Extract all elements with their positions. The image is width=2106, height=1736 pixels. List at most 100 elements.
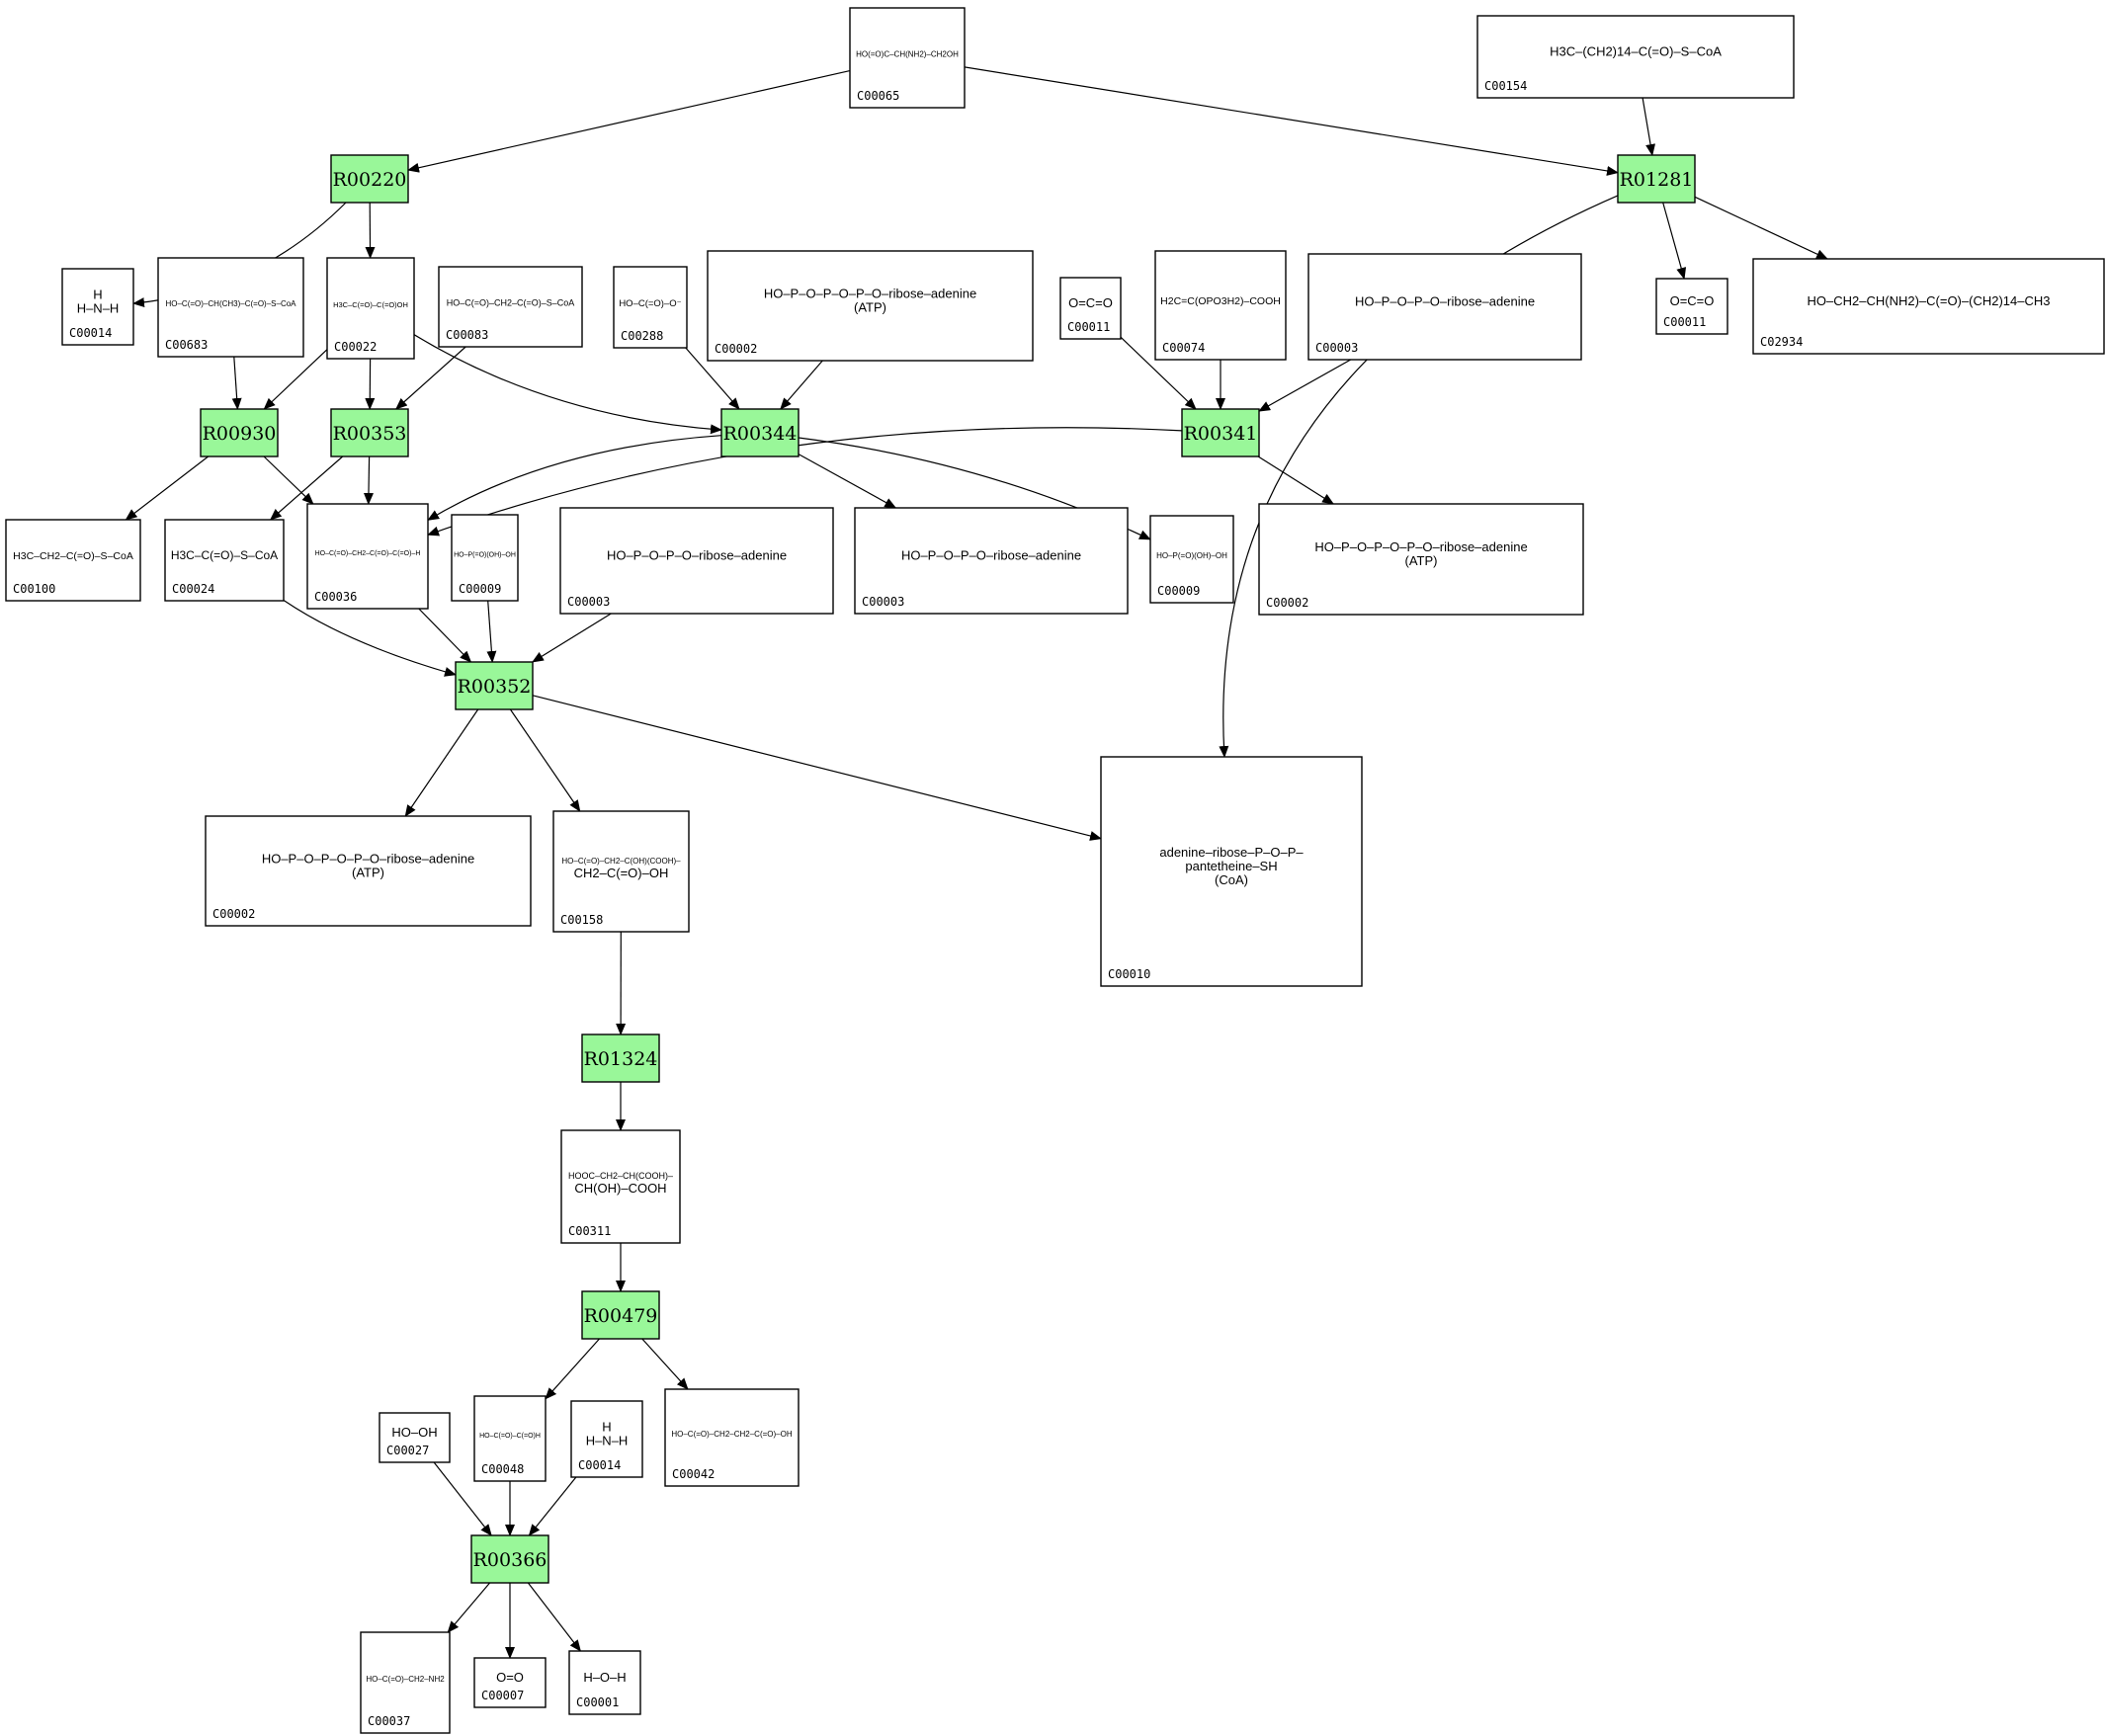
edge-c00009a-to-r00352 bbox=[486, 600, 497, 663]
compound-id-label: C00003 bbox=[567, 595, 610, 609]
compound-box[interactable] bbox=[205, 815, 532, 927]
compound-box[interactable] bbox=[451, 514, 519, 602]
compound-box[interactable] bbox=[360, 1631, 451, 1734]
compound-box[interactable] bbox=[664, 1388, 800, 1487]
reaction-node-r00353[interactable]: R00353 bbox=[330, 408, 409, 457]
compound-box[interactable] bbox=[5, 519, 141, 602]
edge-c00027-to-r00366 bbox=[433, 1461, 492, 1536]
reaction-node-r00479[interactable]: R00479 bbox=[581, 1290, 660, 1340]
reaction-node-r00352[interactable]: R00352 bbox=[455, 661, 534, 710]
compound-box[interactable] bbox=[552, 810, 690, 933]
compound-box[interactable] bbox=[570, 1400, 643, 1478]
reaction-node-r00366[interactable]: R00366 bbox=[470, 1534, 549, 1584]
compound-node-c00010[interactable]: adenine–ribose–P–O–P–pantetheine–SH(CoA)… bbox=[1100, 756, 1363, 987]
compound-structure: HO–C(=O)–CH2–C(=O)–C(=O)–H bbox=[315, 550, 421, 557]
reaction-box[interactable] bbox=[470, 1534, 549, 1584]
reaction-box[interactable] bbox=[1617, 154, 1696, 204]
reaction-node-r01324[interactable]: R01324 bbox=[581, 1033, 660, 1083]
compound-box[interactable] bbox=[559, 507, 834, 615]
reaction-node-r00220[interactable]: R00220 bbox=[330, 154, 409, 204]
compound-structure: H–N–H bbox=[586, 1434, 629, 1448]
reaction-box[interactable] bbox=[330, 154, 409, 204]
edge-c00036-to-r00352 bbox=[418, 608, 472, 663]
compound-box[interactable] bbox=[1307, 253, 1582, 361]
compound-box[interactable] bbox=[164, 519, 285, 602]
compound-box[interactable] bbox=[379, 1412, 451, 1463]
compound-box[interactable] bbox=[849, 7, 966, 109]
compound-box[interactable] bbox=[1154, 250, 1287, 361]
compound-node-c00002[interactable]: HO–P–O–P–O–P–O–ribose–adenine(ATP)C00002 bbox=[1258, 503, 1584, 616]
reaction-box[interactable] bbox=[330, 408, 409, 457]
compound-box[interactable] bbox=[306, 503, 429, 610]
reaction-box[interactable] bbox=[1181, 408, 1260, 457]
compound-structure: O=C=O bbox=[1670, 293, 1715, 308]
edge-c00288-to-r00344 bbox=[685, 347, 740, 410]
compound-box[interactable] bbox=[326, 257, 415, 360]
reaction-node-r00341[interactable]: R00341 bbox=[1181, 408, 1260, 457]
reaction-node-r01281[interactable]: R01281 bbox=[1617, 154, 1696, 204]
compound-box[interactable] bbox=[157, 257, 304, 358]
reaction-box[interactable] bbox=[581, 1033, 660, 1083]
compound-box[interactable] bbox=[473, 1657, 547, 1708]
compound-box[interactable] bbox=[473, 1395, 547, 1482]
compound-box[interactable] bbox=[560, 1129, 681, 1244]
compound-box[interactable] bbox=[1476, 15, 1795, 99]
compound-box[interactable] bbox=[613, 266, 688, 349]
compound-box[interactable] bbox=[438, 266, 583, 348]
compound-box[interactable] bbox=[1100, 756, 1363, 987]
compound-node-c00158[interactable]: HO–C(=O)–CH2–C(OH)(COOH)–CH2–C(=O)–OHC00… bbox=[552, 810, 690, 933]
compound-box[interactable] bbox=[1059, 277, 1122, 340]
compound-structure: HO–P–O–P–O–P–O–ribose–adenine bbox=[764, 287, 976, 301]
compound-id-label: C00002 bbox=[715, 342, 757, 356]
compound-box[interactable] bbox=[1655, 278, 1728, 335]
edge-c00011a-to-r00341 bbox=[1120, 336, 1197, 410]
compound-node-c00002[interactable]: HO–P–O–P–O–P–O–ribose–adenine(ATP)C00002 bbox=[707, 250, 1034, 362]
edge-r00344-to-c00036 bbox=[427, 435, 722, 521]
compound-box[interactable] bbox=[1149, 515, 1234, 604]
compound-box[interactable] bbox=[1752, 258, 2105, 355]
compound-box[interactable] bbox=[854, 507, 1129, 615]
reaction-box[interactable] bbox=[720, 408, 800, 457]
reaction-node-r00930[interactable]: R00930 bbox=[200, 408, 279, 457]
reaction-box[interactable] bbox=[200, 408, 279, 457]
reaction-box[interactable] bbox=[581, 1290, 660, 1340]
compound-structure: CH2–C(=O)–OH bbox=[574, 866, 669, 880]
compound-box[interactable] bbox=[61, 268, 134, 346]
edge-c00683-to-r00930 bbox=[231, 356, 242, 410]
compound-structure: H3C–C(=O)–C(=O)OH bbox=[333, 300, 408, 309]
compound-box[interactable] bbox=[568, 1650, 641, 1715]
compound-id-label: C00036 bbox=[314, 590, 357, 604]
compound-node-c00002[interactable]: HO–P–O–P–O–P–O–ribose–adenine(ATP)C00002 bbox=[205, 815, 532, 927]
compound-box[interactable] bbox=[1258, 503, 1584, 616]
compound-node-c00036[interactable]: HO–C(=O)–CH2–C(=O)–C(=O)–H C00036 bbox=[306, 503, 429, 610]
reaction-node-r00344[interactable]: R00344 bbox=[720, 408, 800, 457]
reaction-box[interactable] bbox=[455, 661, 534, 710]
compound-node-c00288[interactable]: HO–C(=O)–O⁻C00288 bbox=[613, 266, 688, 349]
compound-box[interactable] bbox=[707, 250, 1034, 362]
